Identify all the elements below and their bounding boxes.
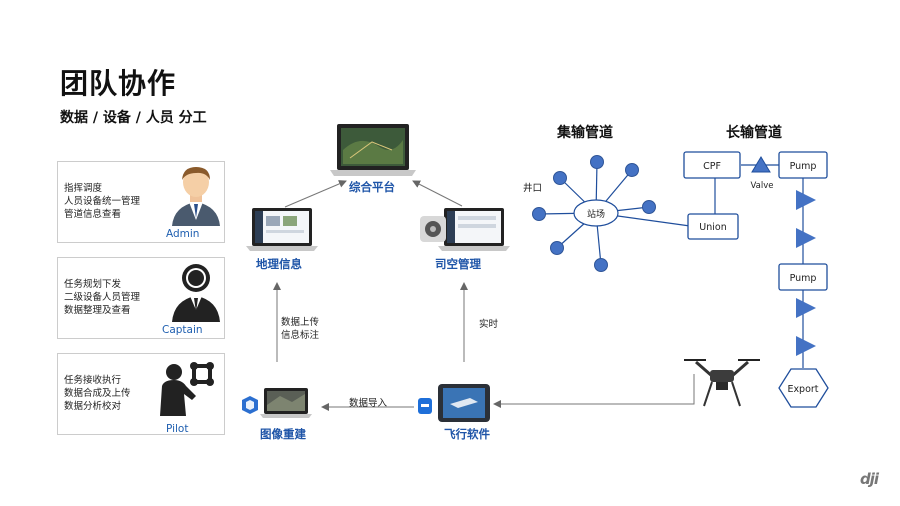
role-duties: 任务接收执行 数据合成及上传 数据分析校对 xyxy=(64,375,131,412)
laptop-recon-icon xyxy=(242,388,312,418)
role-card-captain: 任务规划下发 二级设备人员管理 数据整理及查看 Captain xyxy=(57,257,225,339)
drone-icon xyxy=(684,359,760,407)
laptop-platform-icon xyxy=(330,124,416,176)
page-title: 团队协作 xyxy=(60,67,177,100)
arrow-geo-platform xyxy=(284,180,347,208)
pump-box-label-2: Pump xyxy=(790,273,817,284)
gathering-pipeline-title: 集输管道 xyxy=(557,125,613,141)
cpf-box-label: CPF xyxy=(703,161,721,172)
role-card-admin: 指挥调度 人员设备统一管理 管道信息查看 Admin xyxy=(57,161,225,243)
laptop-airspace-icon xyxy=(420,208,510,251)
laptop-geo-icon xyxy=(246,208,318,251)
admin-avatar-icon xyxy=(172,167,220,226)
captain-avatar-icon xyxy=(172,264,220,322)
gathering-network xyxy=(532,155,691,272)
edge-label-import: 数据导入 xyxy=(349,398,388,409)
node-label-flight: 飞行软件 xyxy=(444,427,490,441)
well-label: 井口 xyxy=(523,183,543,194)
long-pipeline xyxy=(683,151,829,408)
role-card-pilot: 任务接收执行 数据合成及上传 数据分析校对 Pilot xyxy=(57,353,225,435)
station-label: 站场 xyxy=(587,208,605,220)
edge-label-realtime: 实时 xyxy=(479,319,499,330)
valve-label: Valve xyxy=(751,181,774,191)
node-label-platform: 综合平台 xyxy=(349,180,395,194)
controller-flight-icon xyxy=(418,384,490,422)
union-box-label: Union xyxy=(699,222,726,233)
page-subtitle: 数据 / 设备 / 人员 分工 xyxy=(60,110,207,126)
export-box-label: Export xyxy=(787,384,818,395)
edge-label-upload: 数据上传 信息标注 xyxy=(281,317,320,341)
role-name: Pilot xyxy=(166,423,189,435)
arrow-airspace-platform xyxy=(412,180,463,207)
long-pipeline-title: 长输管道 xyxy=(726,125,782,141)
dji-logo: dji xyxy=(859,470,879,488)
role-name: Captain xyxy=(162,324,203,336)
node-label-airspace: 司空管理 xyxy=(435,257,481,271)
role-duties: 任务规划下发 二级设备人员管理 数据整理及查看 xyxy=(64,279,141,316)
node-label-geo: 地理信息 xyxy=(256,257,302,271)
role-duties: 指挥调度 人员设备统一管理 管道信息查看 xyxy=(64,183,141,220)
pump-box-label: Pump xyxy=(790,161,817,172)
node-label-recon: 图像重建 xyxy=(260,427,306,441)
role-name: Admin xyxy=(166,228,200,240)
pilot-avatar-icon xyxy=(160,362,214,416)
arrow-drone-flight xyxy=(493,374,695,408)
